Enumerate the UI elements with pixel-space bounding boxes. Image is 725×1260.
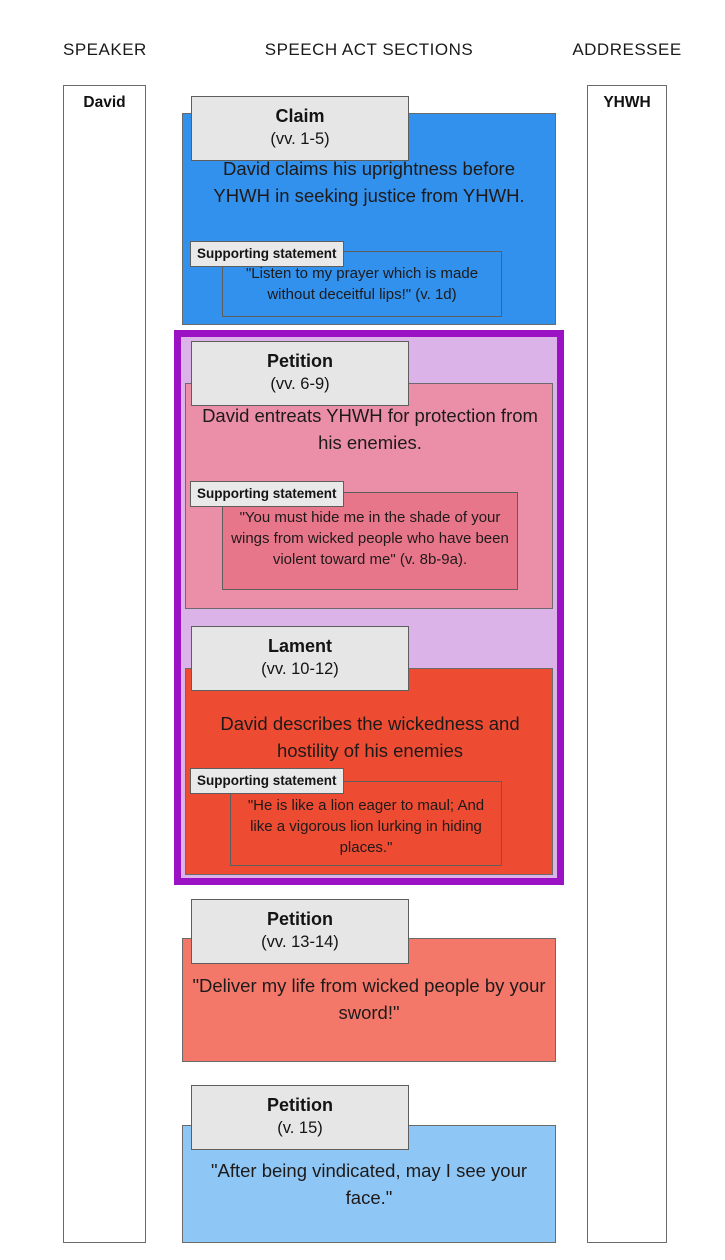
section-lament-label-tab[interactable]: Lament (vv. 10-12) (191, 626, 409, 691)
section-petition-13-14-verses: (vv. 13-14) (261, 933, 339, 951)
section-petition-6-9-body: David entreats YHWH for protection from … (202, 405, 538, 453)
addressee-column: YHWH (587, 85, 667, 1243)
section-petition-6-9-support-frame (222, 492, 518, 590)
section-claim-verses: (vv. 1-5) (270, 130, 330, 148)
section-petition-15-label-tab[interactable]: Petition (v. 15) (191, 1085, 409, 1150)
section-claim-title: Claim (275, 106, 325, 126)
speaker-name: David (83, 94, 126, 111)
section-petition-6-9-support-text: "You must hide me in the shade of your w… (231, 509, 509, 568)
section-lament-title: Lament (267, 636, 332, 656)
column-header-speaker: SPEAKER (63, 40, 147, 59)
section-lament-support-label: Supporting statement (190, 768, 344, 794)
section-petition-6-9-support-label: Supporting statement (190, 481, 344, 507)
section-claim-body: David claims his uprightness before YHWH… (213, 158, 525, 206)
section-lament-support-frame (230, 781, 502, 866)
section-petition-13-14-body: "Deliver my life from wicked people by y… (192, 975, 546, 1023)
section-lament-body: David describes the wickedness and hosti… (220, 713, 520, 761)
section-petition-15-body: "After being vindicated, may I see your … (210, 1160, 528, 1208)
section-claim-support-frame (222, 251, 502, 317)
section-lament-support-text: "He is like a lion eager to maul; And li… (247, 797, 485, 856)
section-claim-support-label: Supporting statement (190, 241, 344, 267)
addressee-name: YHWH (603, 94, 651, 111)
section-petition-13-14-title: Petition (267, 909, 333, 929)
section-petition-15-verses: (v. 15) (277, 1119, 323, 1137)
section-petition-6-9-title: Petition (267, 351, 333, 371)
section-claim-label-tab[interactable]: Claim (vv. 1-5) (191, 96, 409, 161)
section-petition-15-title: Petition (267, 1095, 333, 1115)
section-petition-6-9-label-tab[interactable]: Petition (vv. 6-9) (191, 341, 409, 406)
section-petition-6-9-verses: (vv. 6-9) (270, 375, 330, 393)
speaker-column: David (63, 85, 146, 1243)
column-header-addressee: ADDRESSEE (572, 40, 682, 59)
section-claim-support-text: "Listen to my prayer which is made witho… (245, 265, 479, 303)
column-header-sections: SPEECH ACT SECTIONS (264, 40, 474, 59)
section-petition-13-14-label-tab[interactable]: Petition (vv. 13-14) (191, 899, 409, 964)
section-lament-verses: (vv. 10-12) (261, 660, 339, 678)
